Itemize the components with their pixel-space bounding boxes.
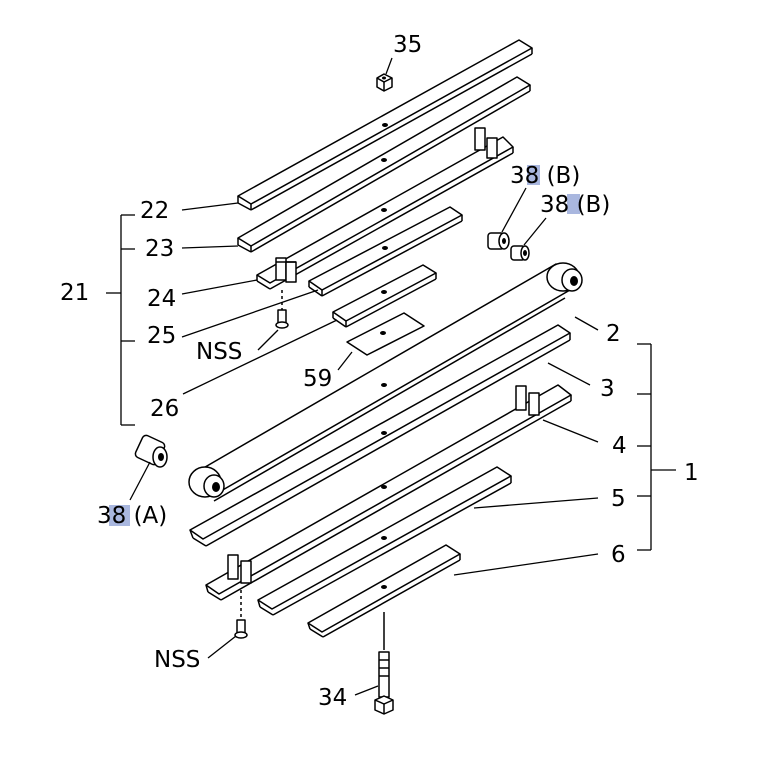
leaf-26 [332,264,437,328]
callout-25: 25 [147,323,176,349]
callout-35: 35 [393,32,422,58]
callout-38a: 38 (A) [97,503,167,529]
callout-6: 6 [611,542,626,568]
bushing-38-a [134,434,168,468]
highlight-38b-2 [567,194,580,214]
center-bolt-34 [374,612,394,715]
callout-22: 22 [140,198,169,224]
callout-23: 23 [145,236,174,262]
leaf-5 [257,466,512,616]
callout-34: 34 [318,685,347,711]
callout-2: 2 [606,321,621,347]
bushing-38-b-2 [510,245,530,261]
bushing-38-b-1 [487,232,510,250]
callout-38b-2: 38 (B) [540,192,610,218]
callout-3: 3 [600,376,615,402]
leaf-3 [189,324,571,547]
callout-38b-1: 38 (B) [510,163,580,189]
nut-35 [376,73,393,92]
callout-21: 21 [60,280,89,306]
leaf-24 [256,127,514,290]
callout-24: 24 [147,286,176,312]
bolt-nss-lower [234,590,248,639]
shim-59 [346,312,425,356]
callout-59: 59 [303,366,332,392]
leaf-22 [237,39,533,211]
leaf-25 [308,206,463,297]
leaf-23 [237,76,531,253]
leaf-6 [307,544,461,638]
callout-1: 1 [684,460,699,486]
callout-26: 26 [150,396,179,422]
main-leaf-2 [188,262,583,502]
leaf-4 [205,384,572,601]
callout-nss-upper: NSS [196,339,242,365]
highlight-38b-1 [527,165,540,185]
highlight-38a [109,505,130,526]
leader-lines [106,57,676,696]
bolt-nss-upper [275,290,289,329]
callout-nss-lower: NSS [154,647,200,673]
callout-5: 5 [611,486,626,512]
callout-4: 4 [612,433,627,459]
